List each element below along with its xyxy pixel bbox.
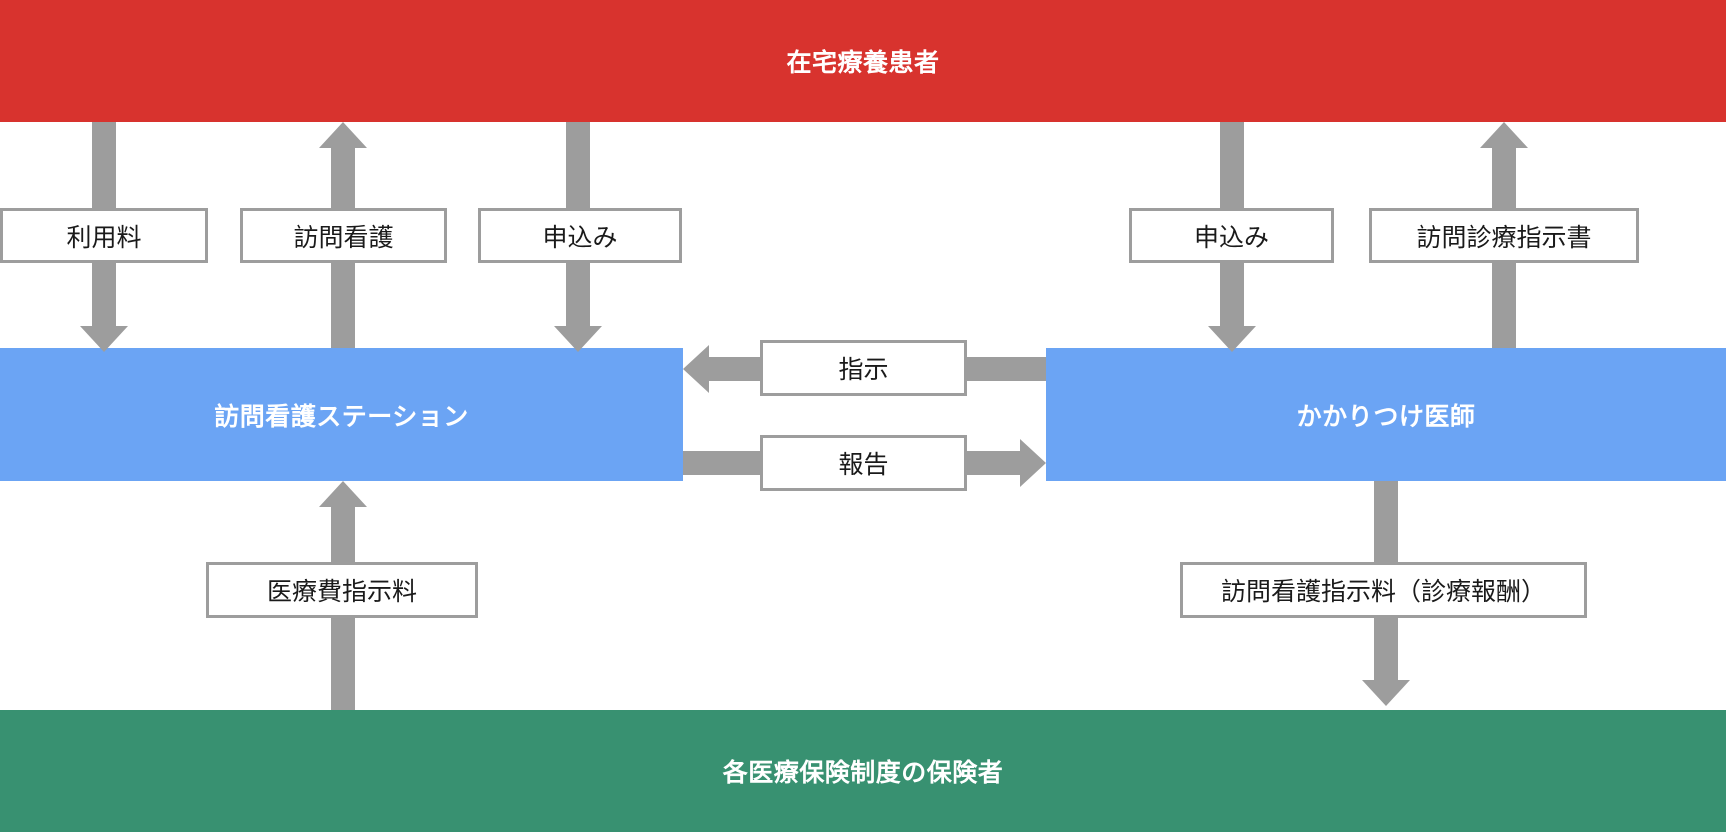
role-band-station: 訪問看護ステーション <box>0 348 683 481</box>
flow-label-kango-shijiryo: 訪問看護指示料（診療報酬） <box>1180 562 1587 618</box>
flow-label-shinryo-shiji: 訪問診療指示書 <box>1369 208 1639 263</box>
role-band-insurer: 各医療保険制度の保険者 <box>0 710 1726 832</box>
flow-label-moushikomi-left: 申込み <box>478 208 682 263</box>
arrow-head-moushikomi-right <box>1208 326 1256 352</box>
flow-label-houkoku: 報告 <box>760 435 967 491</box>
role-label-insurer: 各医療保険制度の保険者 <box>722 759 1004 787</box>
arrow-head-riyoryo <box>80 326 128 352</box>
flow-label-homon-kango: 訪問看護 <box>240 208 447 263</box>
arrow-head-iryohi-shiji <box>319 481 367 507</box>
role-label-patient: 在宅療養患者 <box>786 49 940 77</box>
role-label-station: 訪問看護ステーション <box>214 402 469 431</box>
role-band-patient: 在宅療養患者 <box>0 0 1726 122</box>
arrow-head-shinryo-shiji <box>1480 122 1528 148</box>
flow-label-kango-shijiryo-text: 訪問看護指示料（診療報酬） <box>1220 578 1546 606</box>
flow-label-moushikomi-right: 申込み <box>1129 208 1334 263</box>
flow-label-moushikomi-left-text: 申込み <box>542 223 618 252</box>
flow-label-riyoryo-text: 利用料 <box>66 223 142 252</box>
arrow-head-homon-kango <box>319 122 367 148</box>
role-label-doctor: かかりつけ医師 <box>1296 402 1476 431</box>
flow-label-houkoku-text: 報告 <box>838 451 889 479</box>
flow-label-riyoryo: 利用料 <box>0 208 208 263</box>
flow-label-moushikomi-right-text: 申込み <box>1193 223 1269 252</box>
arrow-head-kango-shijiryo <box>1362 680 1410 706</box>
flow-label-iryohi-shiji: 医療費指示料 <box>206 562 478 618</box>
flow-label-homon-kango-text: 訪問看護 <box>293 223 394 252</box>
arrow-head-shiji <box>683 345 709 393</box>
flow-label-shinryo-shiji-text: 訪問診療指示書 <box>1416 223 1592 252</box>
arrow-head-houkoku <box>1020 439 1046 487</box>
flow-label-iryohi-shiji-text: 医療費指示料 <box>266 578 417 606</box>
arrow-head-moushikomi-left <box>554 326 602 352</box>
flow-label-shiji: 指示 <box>760 340 967 396</box>
flow-label-shiji-text: 指示 <box>838 356 889 384</box>
role-band-doctor: かかりつけ医師 <box>1046 348 1726 481</box>
